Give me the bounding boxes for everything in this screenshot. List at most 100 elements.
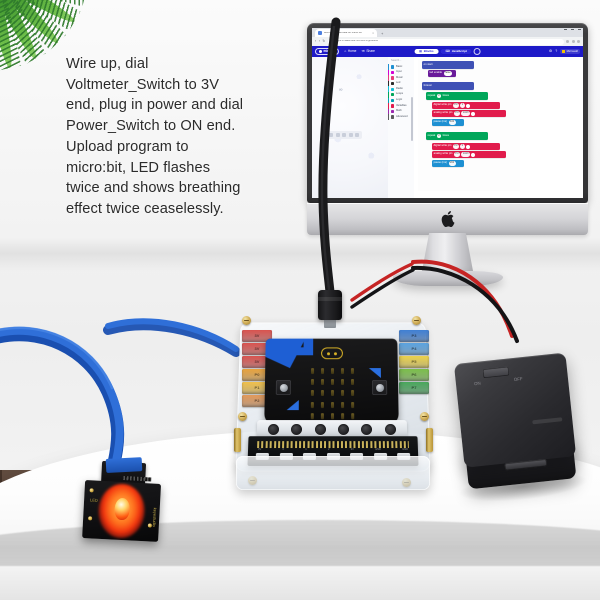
code-block[interactable]: pause (ms)100 bbox=[432, 119, 464, 126]
window-controls[interactable] bbox=[564, 29, 581, 30]
microbit-button-b[interactable] bbox=[372, 380, 387, 395]
edge-connector-hole bbox=[315, 424, 326, 435]
code-block-label: repeat2times bbox=[426, 92, 488, 100]
code-block[interactable]: on start bbox=[422, 61, 474, 69]
pin-label: P5 bbox=[412, 360, 417, 364]
makecode-menu-home[interactable]: ⌂ Home bbox=[344, 50, 356, 53]
code-block-value[interactable]: P0 bbox=[453, 144, 459, 148]
sim-restart-icon[interactable] bbox=[349, 133, 353, 137]
standoff-left bbox=[234, 428, 241, 452]
code-block[interactable]: analog write pinP01023 bbox=[432, 110, 506, 117]
editor-mode-switch[interactable]: ▦ Blocks ⌨ JavaScript bbox=[414, 48, 481, 55]
edge-connector-teeth bbox=[257, 441, 409, 448]
code-block[interactable]: led enablefalse bbox=[428, 70, 456, 77]
code-block-value2[interactable]: 1 bbox=[460, 103, 464, 107]
back-button[interactable]: ‹ bbox=[315, 40, 316, 44]
code-block[interactable]: forever bbox=[422, 82, 474, 90]
code-block-value[interactable]: false bbox=[444, 71, 452, 75]
makecode-logo-text: microbit bbox=[324, 50, 336, 53]
category-label: Loops bbox=[396, 93, 403, 96]
sim-button-ab[interactable] bbox=[342, 133, 346, 137]
led-silk-right: keyestudio bbox=[152, 508, 157, 527]
code-block-value2[interactable]: 1023 bbox=[461, 152, 469, 156]
category-label: Advanced bbox=[396, 116, 408, 119]
extensions-icon[interactable] bbox=[566, 40, 569, 43]
palette-scrollbar[interactable] bbox=[411, 97, 413, 141]
makecode-menu-share[interactable]: ≪ Share bbox=[361, 50, 375, 53]
home-icon: ⌂ bbox=[344, 50, 346, 53]
led-matrix-pixel bbox=[310, 402, 313, 408]
usb-plug-ring bbox=[318, 297, 342, 301]
pin-label: 3V bbox=[255, 347, 260, 351]
browser-tab-title: Microsoft MakeCode for micro:bit bbox=[324, 32, 362, 35]
code-block-value[interactable]: P0 bbox=[454, 111, 460, 115]
browser-tab[interactable]: Microsoft MakeCode for micro:bit × bbox=[315, 29, 377, 37]
power-switch[interactable] bbox=[483, 367, 510, 379]
pin-label: P1 bbox=[255, 386, 260, 390]
close-window-icon[interactable] bbox=[578, 29, 581, 30]
sim-mute-icon[interactable] bbox=[355, 133, 359, 137]
code-block-value[interactable]: 2 bbox=[437, 94, 441, 98]
monitor-bezel: Microsoft MakeCode for micro:bit × + ‹ ›… bbox=[307, 23, 588, 203]
javascript-tab[interactable]: ⌨ JavaScript bbox=[441, 49, 472, 55]
sim-button-b[interactable] bbox=[336, 133, 340, 137]
close-tab-icon[interactable]: × bbox=[372, 32, 374, 35]
chevron-down-icon[interactable] bbox=[474, 48, 481, 55]
code-block-value[interactable]: P0 bbox=[453, 103, 459, 107]
code-block-value[interactable]: 2 bbox=[437, 134, 441, 138]
code-block[interactable]: analog write pinP01023 bbox=[432, 151, 506, 158]
gear-icon[interactable] bbox=[466, 104, 470, 108]
blocks-canvas[interactable]: on startled enablefalse forever repeat2tim… bbox=[414, 57, 583, 198]
menu-icon[interactable] bbox=[577, 40, 580, 43]
code-block[interactable]: digital write pinP01 bbox=[432, 102, 500, 109]
imac-monitor: Microsoft MakeCode for micro:bit × + ‹ ›… bbox=[307, 23, 588, 286]
sim-button-a[interactable] bbox=[329, 133, 333, 137]
microbit-button-a[interactable] bbox=[276, 380, 291, 395]
makecode-toolbar-right[interactable]: ⚙ ? Microsoft bbox=[549, 49, 580, 54]
blocks-tab[interactable]: ▦ Blocks bbox=[414, 49, 438, 55]
new-tab-button[interactable]: + bbox=[381, 32, 383, 37]
code-block-label: on start bbox=[422, 61, 474, 69]
palette-search-label[interactable]: Search... bbox=[388, 60, 414, 63]
gear-icon[interactable] bbox=[471, 112, 475, 116]
simulator-controls[interactable] bbox=[326, 131, 362, 139]
power-switch-on-label: ON bbox=[474, 382, 481, 387]
led-matrix-pixel bbox=[331, 413, 334, 419]
makecode-logo[interactable]: microbit bbox=[315, 48, 339, 55]
code-block-value[interactable]: 200 bbox=[449, 161, 456, 165]
category-icon bbox=[391, 110, 394, 113]
code-block-label: pause (ms)100 bbox=[432, 119, 464, 126]
microbit-board bbox=[264, 339, 398, 425]
gear-icon[interactable] bbox=[471, 153, 475, 157]
reload-button[interactable]: ↻ bbox=[322, 40, 325, 44]
code-block[interactable]: repeat2times bbox=[426, 132, 488, 140]
block-palette[interactable]: Search... BasicInputMusicLedRadioLoopsLo… bbox=[388, 57, 414, 198]
edge-connector-hole bbox=[361, 424, 372, 435]
code-block-value[interactable]: P0 bbox=[454, 152, 460, 156]
code-block[interactable]: digital write pinP00 bbox=[432, 143, 500, 150]
address-bar-text: https://makecode.microbit.org/#editor bbox=[336, 40, 379, 43]
simulator-panel: ∞ bbox=[312, 57, 388, 198]
maximize-icon[interactable] bbox=[571, 29, 574, 30]
code-block-value2[interactable]: 1023 bbox=[461, 111, 469, 115]
browser-toolbar-icons[interactable] bbox=[566, 40, 580, 43]
help-icon[interactable]: ? bbox=[555, 50, 557, 54]
microbit-logo-icon[interactable] bbox=[321, 347, 343, 359]
gear-icon[interactable]: ⚙ bbox=[549, 50, 552, 54]
code-block[interactable]: repeat2times bbox=[426, 92, 488, 100]
code-block-value[interactable]: 100 bbox=[449, 120, 456, 124]
address-bar[interactable]: https://makecode.microbit.org/#editor bbox=[328, 39, 564, 45]
palette-category-advanced[interactable]: Advanced bbox=[388, 114, 414, 120]
led-matrix-pixel bbox=[321, 368, 324, 374]
forward-button[interactable]: › bbox=[319, 40, 320, 44]
code-block-value2[interactable]: 0 bbox=[460, 144, 464, 148]
ribbon-cable-end bbox=[106, 457, 143, 473]
blocks-workspace[interactable]: on startled enablefalse forever repeat2tim… bbox=[418, 59, 520, 191]
minimize-icon[interactable] bbox=[564, 29, 567, 30]
gear-icon[interactable] bbox=[466, 145, 470, 149]
code-block[interactable]: pause (ms)200 bbox=[432, 160, 464, 167]
browser-urlbar: ‹ › ↻ https://makecode.microbit.org/#edi… bbox=[312, 37, 583, 46]
profile-icon[interactable] bbox=[572, 40, 575, 43]
screw-mid-right bbox=[420, 412, 429, 421]
